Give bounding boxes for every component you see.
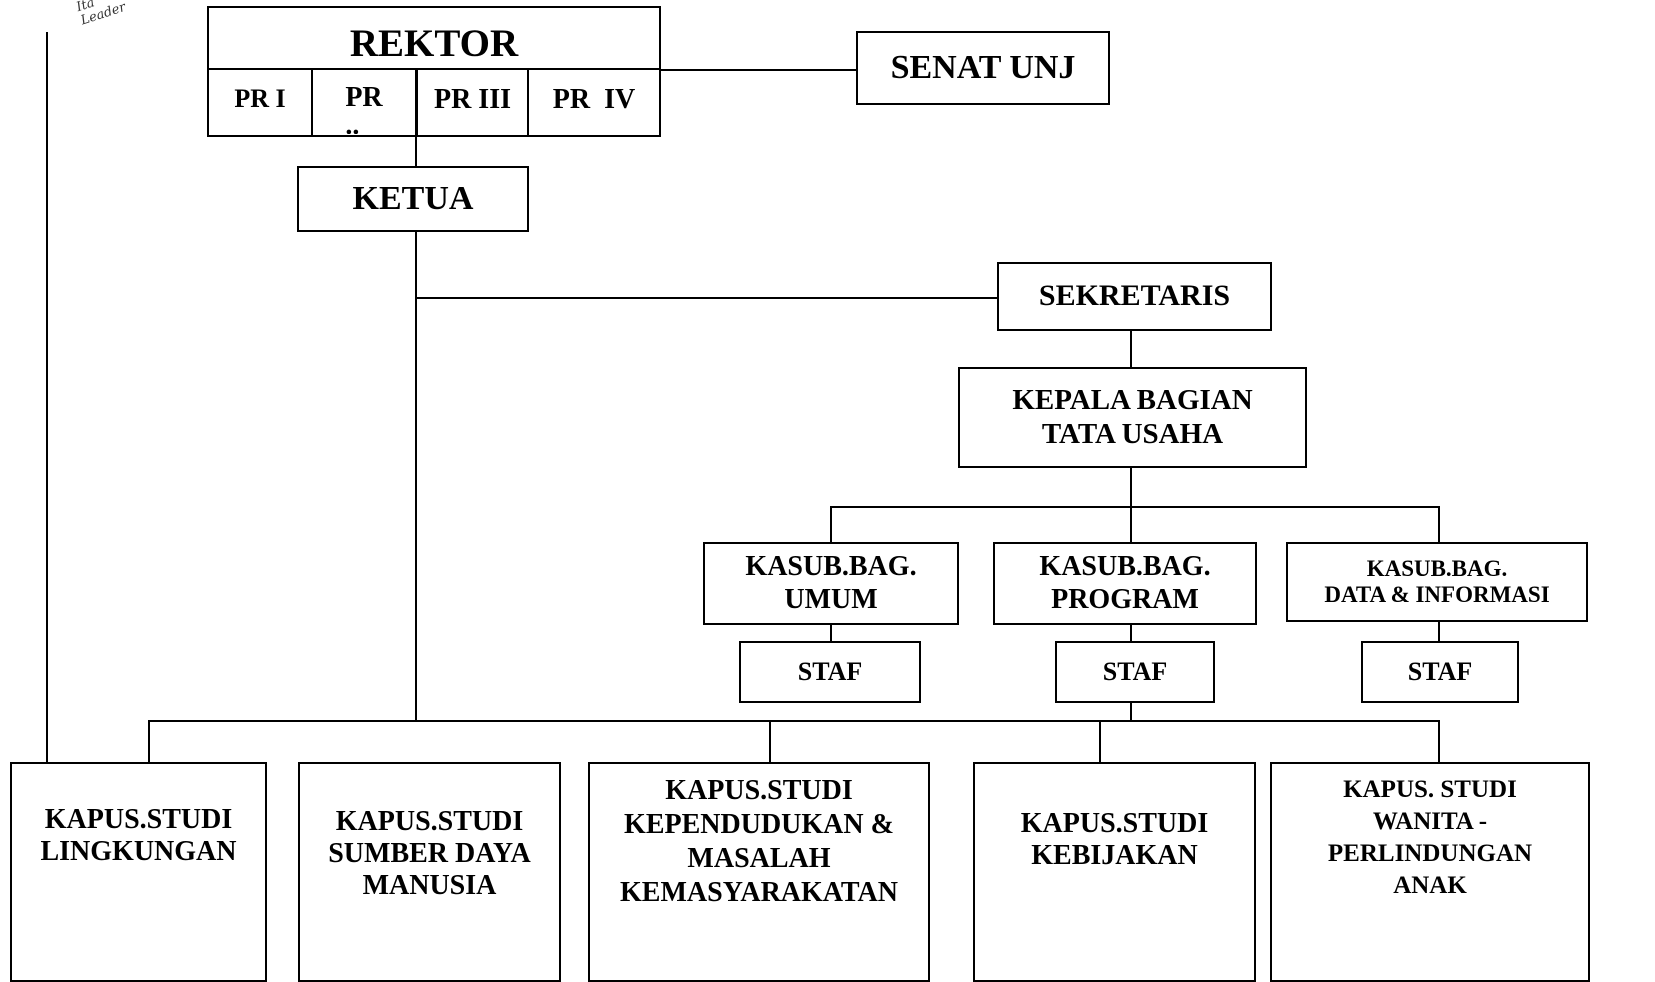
kasub-umum-drop — [830, 506, 832, 543]
rektor-divider — [207, 68, 661, 70]
rektor-title: REKTOR — [349, 22, 519, 65]
staf-umum-link — [830, 624, 832, 642]
left-vertical-line — [46, 32, 48, 762]
staf-data-link — [1438, 621, 1440, 642]
staf-umum-box: STAF — [739, 641, 921, 703]
kasub-program-drop — [1130, 506, 1132, 543]
kapus-wanita-drop — [1438, 720, 1440, 763]
kasub-program-label: KASUB.BAG. PROGRAM — [1039, 551, 1211, 615]
pr-label: PR III — [433, 84, 511, 115]
ketua-sekretaris-line — [417, 297, 998, 299]
kapus-lingkungan-box: KAPUS.STUDI LINGKUNGAN — [10, 762, 267, 982]
pr-label: PR IV — [552, 84, 636, 115]
staf-program-box: STAF — [1055, 641, 1215, 703]
pr-cell-1: PR I — [209, 70, 311, 134]
staf-label: STAF — [1102, 657, 1168, 687]
kabag-kasub-line — [1130, 467, 1132, 508]
pr-cell-3: PR III — [418, 70, 527, 134]
ketua-box: KETUA — [297, 166, 529, 232]
kapus-sdm-label: KAPUS.STUDI SUMBER DAYA MANUSIA — [328, 806, 531, 902]
kasub-umum-label: KASUB.BAG. UMUM — [745, 551, 917, 615]
kasub-umum-box: KASUB.BAG. UMUM — [703, 542, 959, 625]
kapus-kebijakan-label: KAPUS.STUDI KEBIJAKAN — [1020, 808, 1209, 872]
senat-box: SENAT UNJ — [856, 31, 1110, 105]
kapus-wanita-box: KAPUS. STUDI WANITA - PERLINDUNGAN ANAK — [1270, 762, 1590, 982]
kasub-bus-line — [830, 506, 1440, 508]
pr-label: PR .. — [345, 82, 383, 135]
kapus-kependudukan-box: KAPUS.STUDI KEPENDUDUKAN & MASALAH KEMAS… — [588, 762, 930, 982]
ketua-label: KETUA — [352, 180, 474, 218]
pr-divider-1 — [311, 69, 313, 136]
pr-divider-2 — [415, 69, 418, 136]
kapus-bus-line — [148, 720, 1440, 722]
pr-cell-4: PR IV — [529, 70, 659, 134]
staf-label: STAF — [1407, 657, 1473, 687]
kapus-kebijakan-drop — [1099, 720, 1101, 763]
sekretaris-label: SEKRETARIS — [1038, 279, 1231, 313]
kepala-bagian-label: KEPALA BAGIAN TATA USAHA — [1012, 384, 1253, 450]
kasub-data-label: KASUB.BAG. DATA & INFORMASI — [1324, 555, 1550, 607]
pr-cell-2: PR .. — [313, 70, 415, 135]
ketua-trunk-line — [415, 231, 417, 721]
kapus-kebijakan-box: KAPUS.STUDI KEBIJAKAN — [973, 762, 1256, 982]
pr-divider-3 — [527, 69, 529, 136]
kapus-kependudukan-label: KAPUS.STUDI KEPENDUDUKAN & MASALAH KEMAS… — [620, 775, 898, 909]
kapus-sdm-box: KAPUS.STUDI SUMBER DAYA MANUSIA — [298, 762, 561, 982]
sekretaris-kabag-line — [1130, 330, 1132, 368]
sekretaris-box: SEKRETARIS — [997, 262, 1272, 331]
pr-label: PR I — [234, 84, 286, 113]
staf-label: STAF — [797, 657, 863, 687]
rektor-senat-line — [660, 69, 856, 71]
kepala-bagian-box: KEPALA BAGIAN TATA USAHA — [958, 367, 1307, 468]
rektor-box: REKTOR — [207, 6, 661, 137]
kapus-lingkungan-drop — [148, 720, 150, 763]
staf-data-box: STAF — [1361, 641, 1519, 703]
kasub-data-box: KASUB.BAG. DATA & INFORMASI — [1286, 542, 1588, 622]
senat-label: SENAT UNJ — [890, 49, 1076, 87]
staf-program-bottom-link — [1130, 702, 1132, 721]
staf-program-link — [1130, 624, 1132, 642]
kasub-data-drop — [1438, 506, 1440, 543]
logo-fragment: Ita Leader — [74, 0, 128, 29]
kapus-wanita-label: KAPUS. STUDI WANITA - PERLINDUNGAN ANAK — [1327, 776, 1533, 899]
kasub-program-box: KASUB.BAG. PROGRAM — [993, 542, 1257, 625]
kapus-kependudukan-drop — [769, 720, 771, 763]
kapus-lingkungan-label: KAPUS.STUDI LINGKUNGAN — [40, 804, 237, 868]
